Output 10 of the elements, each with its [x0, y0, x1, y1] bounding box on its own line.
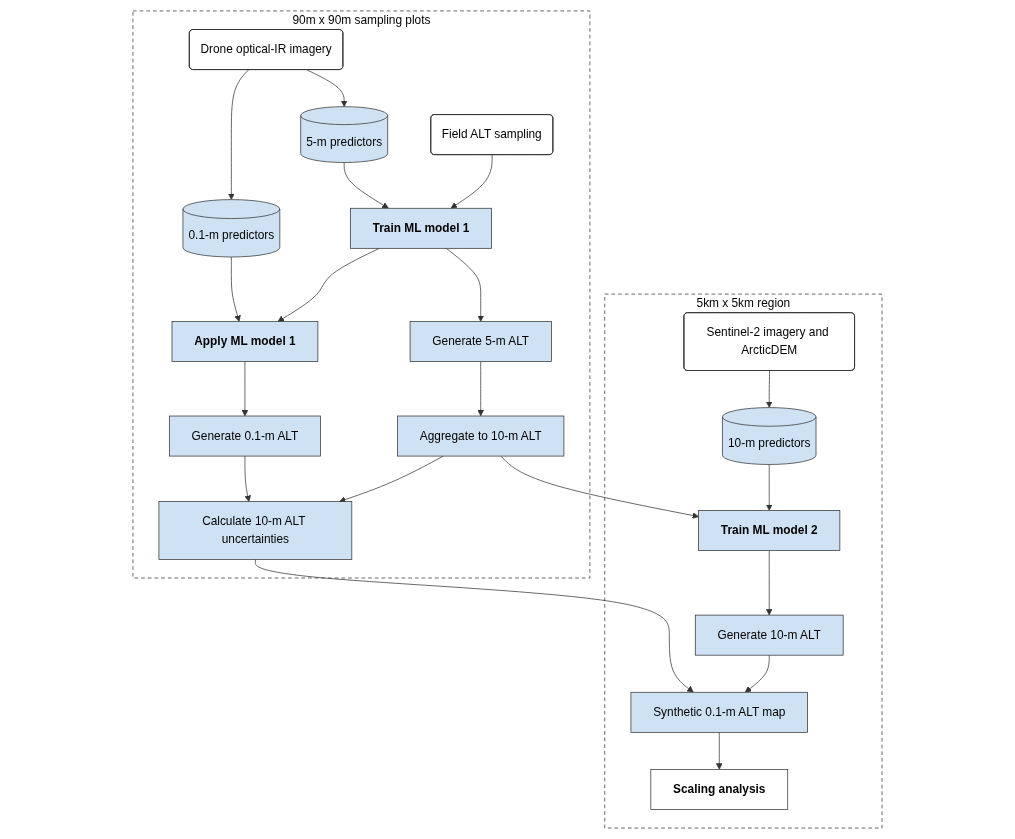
- node-box: Generate 5-m ALT: [409, 321, 552, 362]
- node-box: Generate 10-m ALT: [694, 614, 844, 656]
- node-box: Scaling analysis: [650, 769, 789, 810]
- node-box: Train ML model 2: [698, 510, 841, 551]
- node-box: Apply ML model 1: [171, 321, 319, 362]
- node-box: Generate 0.1-m ALT: [169, 415, 321, 457]
- node-box: Train ML model 1: [350, 207, 492, 249]
- node-box: Calculate 10-m ALT uncertainties: [158, 501, 353, 560]
- node-box: Aggregate to 10-m ALT: [397, 415, 565, 457]
- node-box: Synthetic 0.1-m ALT map: [630, 691, 808, 733]
